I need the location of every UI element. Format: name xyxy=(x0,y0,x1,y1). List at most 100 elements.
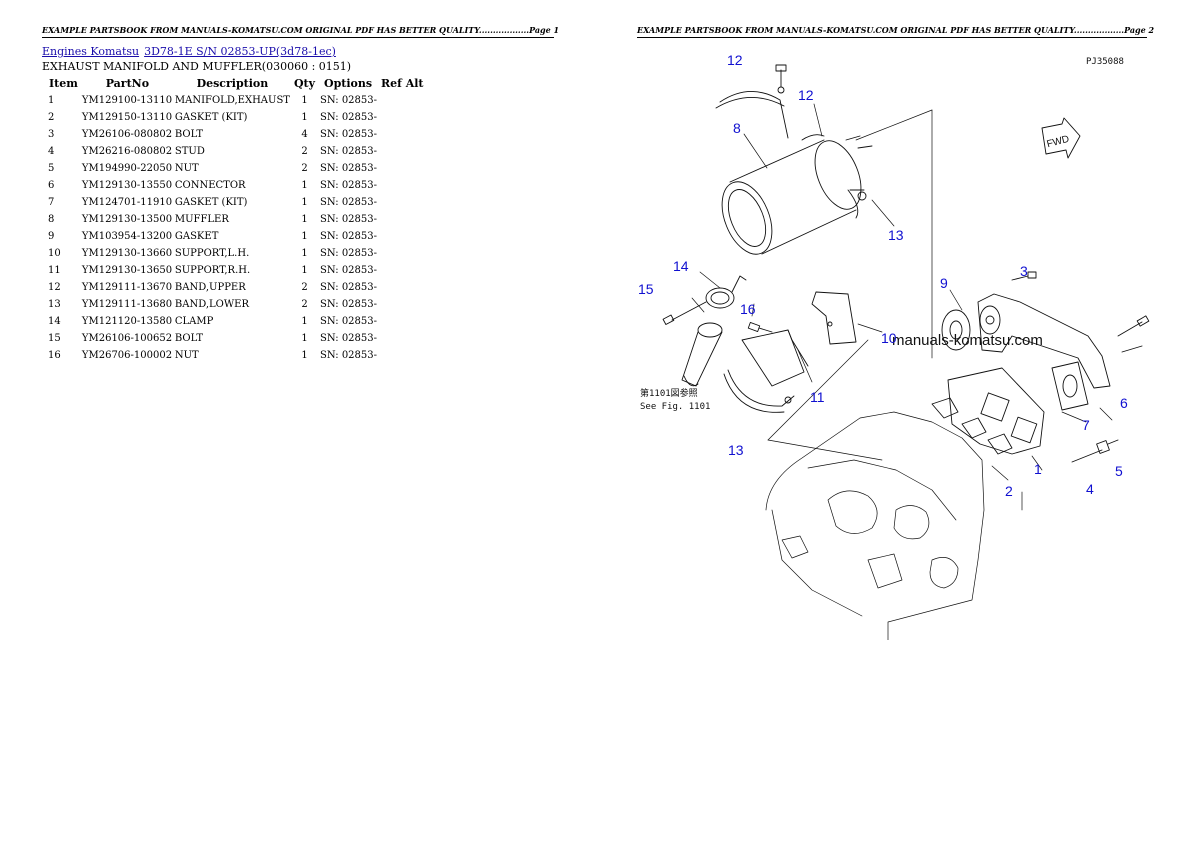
cell-options: SN: 02853- xyxy=(320,299,378,310)
cell-ref-alt xyxy=(378,296,427,313)
cell-partno: YM103954-13200 xyxy=(81,231,173,242)
cell-partno: YM26106-080802 xyxy=(81,129,173,140)
callout-16: 16 xyxy=(740,301,756,317)
column-header-ref-alt: Ref Alt xyxy=(381,77,424,90)
cell-qty: 1 xyxy=(301,112,308,123)
cell-options: SN: 02853- xyxy=(320,316,378,327)
cell-item: 3 xyxy=(48,129,55,140)
callout-13-lower: 13 xyxy=(728,442,744,458)
cell-description: BAND,LOWER xyxy=(174,299,249,310)
cell-options: SN: 02853- xyxy=(320,265,378,276)
cell-ref-alt xyxy=(378,330,427,347)
cell-description: SUPPORT,R.H. xyxy=(174,265,251,276)
breadcrumb-link-engines[interactable]: Engines Komatsu xyxy=(42,45,140,58)
page-header: EXAMPLE PARTSBOOK FROM MANUALS-KOMATSU.C… xyxy=(42,25,559,38)
support-rh-part xyxy=(741,329,809,387)
cell-item: 2 xyxy=(48,112,55,123)
callout-4: 4 xyxy=(1086,481,1094,497)
cell-options: SN: 02853- xyxy=(320,282,378,293)
cell-partno: YM129111-13680 xyxy=(81,299,173,310)
callout-9: 9 xyxy=(940,275,948,291)
cell-description: MUFFLER xyxy=(174,214,229,225)
cell-qty: 1 xyxy=(301,316,308,327)
cell-partno: YM129150-13110 xyxy=(81,112,173,123)
callout-1: 1 xyxy=(1034,461,1042,477)
cell-options: SN: 02853- xyxy=(320,146,378,157)
reference-note-jp: 第1101図参照 xyxy=(640,387,698,399)
cell-ref-alt xyxy=(378,228,427,245)
cell-description: GASKET (KIT) xyxy=(174,112,248,123)
cell-qty: 4 xyxy=(301,129,308,140)
callout-10: 10 xyxy=(881,330,897,346)
cell-description: BOLT xyxy=(174,333,204,344)
cell-options: SN: 02853- xyxy=(320,180,378,191)
cell-description: GASKET (KIT) xyxy=(174,197,248,208)
cell-partno: YM124701-11910 xyxy=(81,197,173,208)
cell-ref-alt xyxy=(378,143,427,160)
callout-2: 2 xyxy=(1005,483,1013,499)
cell-options: SN: 02853- xyxy=(320,248,378,259)
cell-partno: YM129130-13650 xyxy=(81,265,173,276)
cell-qty: 1 xyxy=(301,180,308,191)
lower-band-part xyxy=(723,369,795,413)
cell-description: BOLT xyxy=(174,129,204,140)
cell-qty: 2 xyxy=(301,146,308,157)
callout-12-upper-right: 12 xyxy=(798,87,814,103)
cell-ref-alt xyxy=(378,313,427,330)
cell-ref-alt xyxy=(378,177,427,194)
cell-qty: 1 xyxy=(301,265,308,276)
stud-nut-part xyxy=(1071,439,1119,463)
cell-description: SUPPORT,L.H. xyxy=(174,248,250,259)
cell-qty: 1 xyxy=(301,231,308,242)
cell-item: 11 xyxy=(48,265,61,276)
drawing-code: PJ35088 xyxy=(1086,57,1124,67)
breadcrumb: Engines Komatsu 3D78-1E S/N 02853-UP(3d78… xyxy=(42,45,336,58)
column-header-qty: Qty xyxy=(293,77,316,90)
cell-item: 14 xyxy=(48,316,61,327)
clamp-part xyxy=(662,275,773,333)
column-header-partno: PartNo xyxy=(105,77,150,90)
callout-14: 14 xyxy=(673,258,689,274)
cell-item: 4 xyxy=(48,146,55,157)
callout-5: 5 xyxy=(1115,463,1123,479)
column-header-options: Options xyxy=(323,77,373,90)
callout-6: 6 xyxy=(1120,395,1128,411)
site-watermark: manuals-komatsu.com xyxy=(892,332,1043,349)
cell-ref-alt xyxy=(378,279,427,296)
cell-qty: 1 xyxy=(301,350,308,361)
parts-table-header-row: Item PartNo Description Qty Options Ref … xyxy=(46,76,427,92)
cell-description: CLAMP xyxy=(174,316,214,327)
cell-qty: 2 xyxy=(301,299,308,310)
cell-item: 1 xyxy=(48,95,55,106)
cell-partno: YM121120-13580 xyxy=(81,316,173,327)
cell-description: NUT xyxy=(174,163,199,174)
cell-ref-alt xyxy=(378,245,427,262)
upper-band-part xyxy=(715,64,789,139)
cell-partno: YM129111-13670 xyxy=(81,282,173,293)
parts-list-page: EXAMPLE PARTSBOOK FROM MANUALS-KOMATSU.C… xyxy=(42,25,559,364)
callout-7: 7 xyxy=(1082,417,1090,433)
gasket-7-part xyxy=(1051,361,1089,411)
callout-3: 3 xyxy=(1020,263,1028,279)
cell-qty: 2 xyxy=(301,282,308,293)
exploded-parts-diagram: PJ35088 FWD xyxy=(638,52,1150,640)
cell-description: NUT xyxy=(174,350,199,361)
cell-item: 10 xyxy=(48,248,61,259)
breadcrumb-link-model[interactable]: 3D78-1E S/N 02853-UP(3d78-1ec) xyxy=(144,45,336,58)
cell-qty: 2 xyxy=(301,163,308,174)
cell-options: SN: 02853- xyxy=(320,163,378,174)
cell-item: 5 xyxy=(48,163,55,174)
cell-partno: YM129130-13660 xyxy=(81,248,173,259)
connector-part xyxy=(977,271,1150,389)
cell-item: 7 xyxy=(48,197,55,208)
cell-item: 13 xyxy=(48,299,61,310)
